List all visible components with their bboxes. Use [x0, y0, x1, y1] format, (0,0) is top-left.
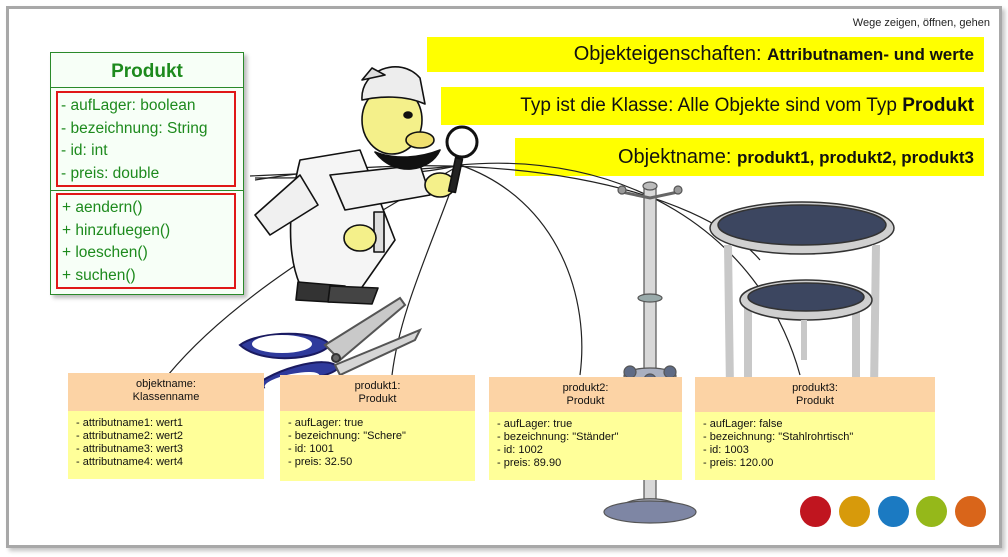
object-head: objektname: Klassenname — [68, 373, 264, 411]
uml-divider — [51, 87, 243, 88]
uml-attribute: - bezeichnung: String — [61, 119, 208, 137]
nav-dot-yellow[interactable] — [839, 496, 870, 527]
banner-type-bold: Produkt — [902, 95, 974, 116]
object-attr: - bezeichnung: "Ständer" — [497, 431, 619, 443]
side-table-icon — [709, 201, 895, 402]
nav-dot-orange[interactable] — [955, 496, 986, 527]
object-attr: - preis: 32.50 — [288, 456, 353, 468]
object-box-produkt1: produkt1: Produkt - aufLager: true - bez… — [280, 375, 475, 481]
object-attr: - aufLager: true — [497, 418, 573, 430]
object-body: - aufLager: false - bezeichnung: "Stahlr… — [695, 412, 935, 480]
uml-method: + aendern() — [62, 199, 143, 216]
object-body: - aufLager: true - bezeichnung: "Ständer… — [489, 412, 682, 480]
object-attr: - bezeichnung: "Schere" — [288, 430, 406, 442]
object-attr: - id: 1002 — [497, 444, 543, 456]
detective-with-magnifier — [254, 66, 479, 305]
uml-method: + loeschen() — [62, 244, 148, 261]
uml-method: + suchen() — [62, 266, 136, 284]
object-head: produkt2: Produkt — [489, 377, 682, 412]
object-class: Produkt — [358, 393, 397, 405]
object-attr: - attributname1: wert1 — [76, 417, 183, 429]
uml-attribute: - aufLager: boolean — [61, 97, 196, 114]
uml-class-name: Produkt — [111, 61, 183, 82]
object-head: produkt1: Produkt — [280, 375, 475, 411]
uml-attributes: - aufLager: boolean - bezeichnung: Strin… — [56, 91, 236, 187]
object-name: produkt3: — [792, 382, 838, 394]
banner-objectname-normal: Objektname: — [617, 146, 737, 168]
nav-dot-green[interactable] — [916, 496, 947, 527]
banner-type-normal: Typ ist die Klasse: Alle Objekte sind vo… — [520, 95, 903, 116]
banner-properties: Objekteigenschaften: Attributnamen- und … — [427, 37, 984, 72]
uml-methods: + aendern() + hinzufuegen() + loeschen()… — [56, 193, 236, 289]
uml-divider — [51, 190, 243, 191]
scissors-icon — [238, 296, 423, 395]
object-attr: - bezeichnung: "Stahlrohrtisch" — [703, 431, 854, 443]
banner-properties-bold: Attributnamen- und werte — [767, 45, 974, 64]
banner-objectname: Objektname: produkt1, produkt2, produkt3 — [515, 138, 984, 176]
object-box-produkt2: produkt2: Produkt - aufLager: true - bez… — [489, 377, 682, 480]
header-note: Wege zeigen, öffnen, gehen — [852, 17, 990, 29]
nav-dot-blue[interactable] — [878, 496, 909, 527]
object-attr: - attributname3: wert3 — [76, 443, 183, 455]
object-attr: - id: 1001 — [288, 443, 334, 455]
object-name: objektname: — [136, 378, 196, 390]
object-attr: - attributname2: wert2 — [76, 430, 183, 442]
object-body: - attributname1: wert1 - attributname2: … — [68, 411, 264, 479]
object-attr: - id: 1003 — [703, 444, 749, 456]
object-body: - aufLager: true - bezeichnung: "Schere"… — [280, 411, 475, 481]
nav-dot-red[interactable] — [800, 496, 831, 527]
object-attr: - attributname4: wert4 — [76, 456, 183, 468]
object-attr: - preis: 120.00 — [703, 457, 774, 469]
banner-objectname-bold: produkt1, produkt2, produkt3 — [736, 148, 974, 167]
object-attr: - aufLager: false — [703, 418, 783, 430]
object-name: produkt2: — [562, 382, 609, 394]
object-attr: - preis: 89.90 — [497, 457, 562, 469]
uml-method: + hinzufuegen() — [62, 221, 171, 239]
object-class: Produkt — [566, 395, 605, 407]
uml-attribute: - preis: double — [61, 164, 160, 182]
banner-type: Typ ist die Klasse: Alle Objekte sind vo… — [441, 87, 984, 125]
object-name: produkt1: — [354, 380, 401, 392]
uml-class-produkt: Produkt - aufLager: boolean - bezeichnun… — [50, 52, 244, 295]
object-box-template: objektname: Klassenname - attributname1:… — [68, 373, 264, 479]
object-class: Klassenname — [132, 391, 200, 403]
uml-attribute: - id: int — [61, 142, 108, 159]
object-class: Produkt — [796, 395, 834, 407]
object-box-produkt3: produkt3: Produkt - aufLager: false - be… — [695, 377, 935, 480]
object-head: produkt3: Produkt — [695, 377, 935, 412]
banner-properties-normal: Objekteigenschaften: — [573, 43, 768, 65]
object-attr: - aufLager: true — [288, 417, 364, 429]
